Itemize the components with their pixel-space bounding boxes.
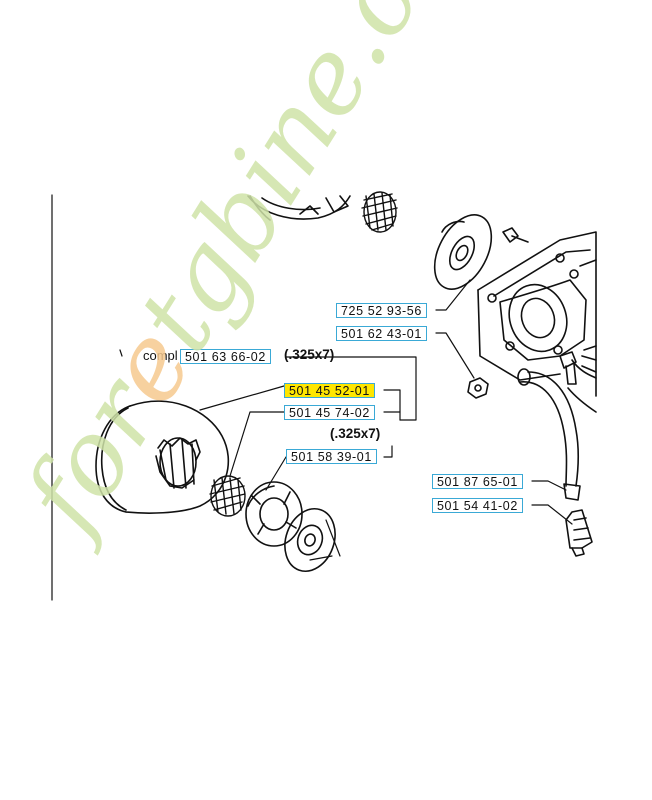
pitch-label-top: (.325x7) [284, 347, 335, 362]
part-number-501-62-43-01[interactable]: 501 62 43-01 [336, 326, 427, 341]
washer-lower [284, 508, 336, 572]
oil-hose [517, 368, 581, 501]
part-number-501-45-74-02[interactable]: 501 45 74-02 [284, 405, 375, 420]
part-number-compl[interactable]: 501 63 66-02 [180, 349, 271, 364]
small-bolt [559, 351, 577, 385]
part-number-highlighted[interactable]: 501 45 52-01 [284, 383, 375, 398]
bolt-top [502, 227, 529, 243]
clutch-housing-top [247, 195, 351, 221]
needle-bearing-lower [209, 475, 246, 517]
oil-nozzle [565, 509, 593, 557]
nut [467, 377, 489, 399]
part-number-501-58-39-01[interactable]: 501 58 39-01 [286, 449, 377, 464]
compl-prefix: compl [143, 348, 178, 363]
clutch-assembly [245, 481, 303, 547]
clutch-drum [95, 400, 230, 514]
leader-lines [199, 279, 573, 561]
crankcase [477, 231, 597, 413]
part-number-725-52-93-56[interactable]: 725 52 93-56 [336, 303, 427, 318]
part-number-501-87-65-01[interactable]: 501 87 65-01 [432, 474, 523, 489]
washer-top [433, 214, 493, 290]
needle-bearing-top [361, 191, 398, 233]
pitch-label-bottom: (.325x7) [330, 426, 381, 441]
part-number-501-54-41-02[interactable]: 501 54 41-02 [432, 498, 523, 513]
